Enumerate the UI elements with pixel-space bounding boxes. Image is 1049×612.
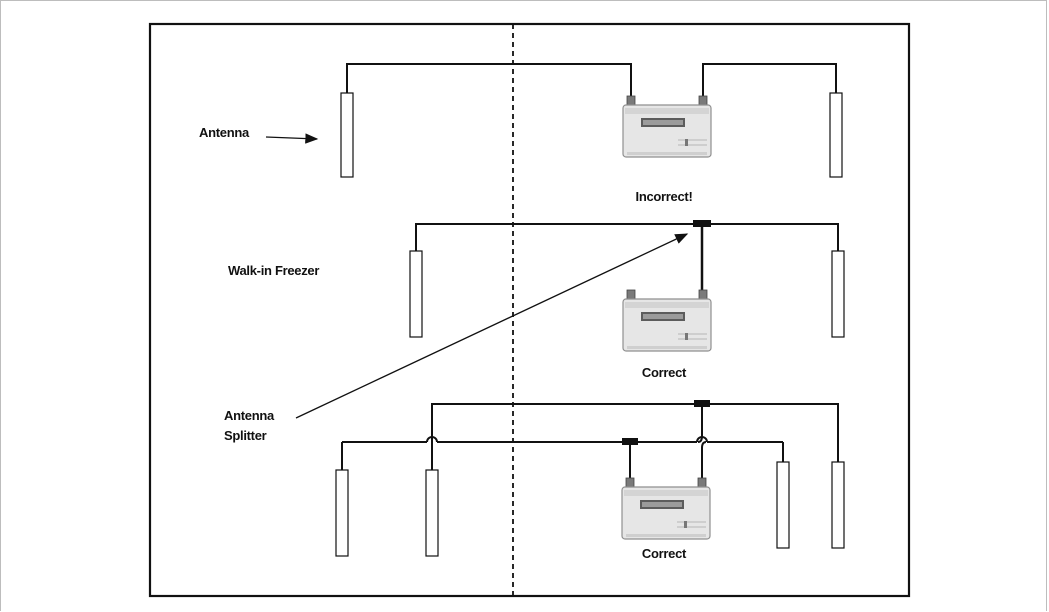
antenna-label: Antenna	[199, 125, 250, 140]
incorrect-label: Incorrect!	[636, 189, 693, 204]
antenna-icon	[831, 461, 845, 549]
freezer-boundary	[148, 22, 911, 598]
antenna-cable	[346, 63, 632, 96]
receiver-icon	[621, 477, 711, 540]
antenna-cable	[431, 403, 839, 470]
incorrect-setup	[340, 63, 843, 178]
antenna-icon	[409, 250, 423, 338]
correct-label: Correct	[642, 365, 687, 380]
splitter-icon	[694, 400, 710, 407]
arrow-icon	[295, 233, 689, 419]
correct-setup-splitter	[409, 220, 845, 352]
walk-in-freezer-label: Walk-in Freezer	[228, 263, 319, 278]
antenna-icon	[831, 250, 845, 338]
antenna-cable	[702, 63, 837, 96]
antenna-icon	[340, 92, 354, 178]
antenna-cable	[415, 223, 839, 251]
splitter-icon	[693, 220, 711, 227]
receiver-icon	[622, 95, 712, 158]
antenna-splitter-label-line1: Antenna	[224, 408, 275, 423]
antenna-icon	[335, 469, 349, 557]
arrow-icon	[265, 133, 319, 144]
receiver-icon	[622, 289, 712, 352]
antenna-splitter-label-line2: Splitter	[224, 428, 267, 443]
correct-label-2: Correct	[642, 546, 687, 561]
correct-setup-dual-splitter	[335, 400, 845, 557]
antenna-icon	[425, 469, 439, 557]
splitter-icon	[622, 438, 638, 445]
antenna-icon	[829, 92, 843, 178]
antenna-icon	[776, 461, 790, 549]
